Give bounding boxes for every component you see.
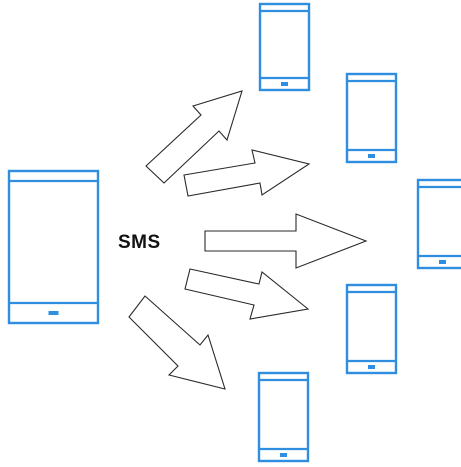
- sender-phone-icon: [7, 169, 100, 325]
- arrow-to-middle-phone-icon: [204, 213, 368, 269]
- arrow-to-top-phone-icon: [145, 90, 243, 184]
- recipient-phone-icon: [257, 371, 310, 463]
- recipient-phone-icon: [345, 283, 398, 375]
- arrow-to-lower-phone-icon: [184, 268, 310, 320]
- arrow-to-upper-phone-icon: [183, 149, 311, 197]
- sms-label: SMS: [118, 232, 161, 253]
- recipient-phone-icon: [416, 178, 461, 270]
- recipient-phone-icon: [258, 2, 311, 92]
- arrow-to-bottom-phone-icon: [128, 295, 226, 390]
- recipient-phone-icon: [345, 72, 398, 164]
